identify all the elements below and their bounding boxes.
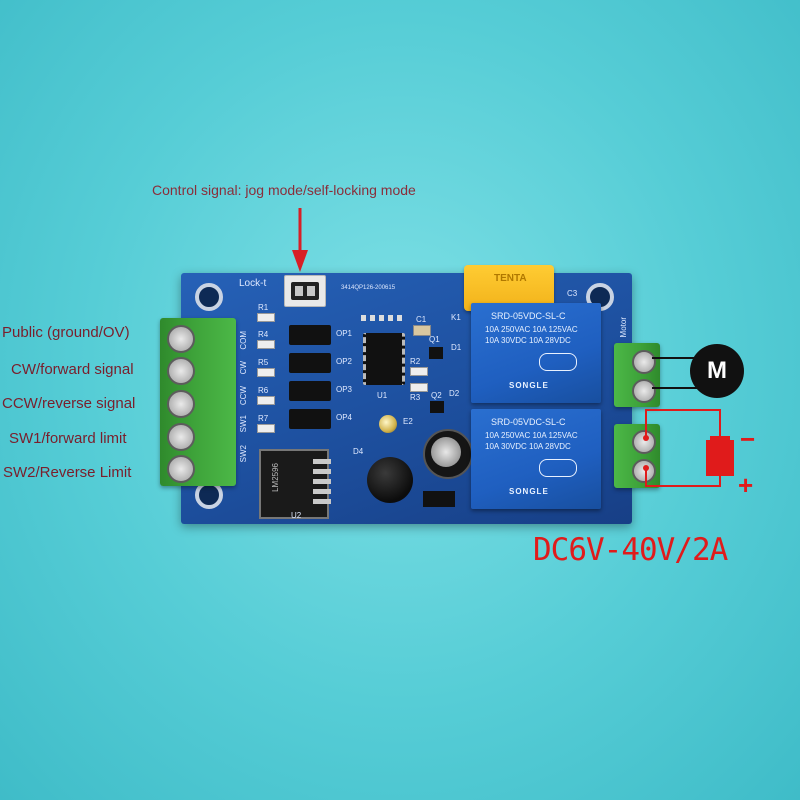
- silk-ccw: CCW: [239, 386, 248, 406]
- pin-header: [361, 315, 405, 321]
- opto-label: OP4: [336, 413, 353, 422]
- terminal-screw[interactable]: [167, 390, 195, 418]
- relay-rating: 10A 250VAC 10A 125VAC: [485, 431, 578, 440]
- part-label: D1: [451, 343, 462, 352]
- capacitor-smd: [413, 325, 431, 336]
- voltage-regulator: LM2596: [259, 449, 331, 519]
- part-label: Q2: [431, 391, 442, 400]
- relay-2: SRD-05VDC-SL-C 10A 250VAC 10A 125VAC 10A…: [471, 409, 601, 509]
- opto-label: OP2: [336, 357, 353, 366]
- resistor-label: R2: [410, 357, 421, 366]
- opto-label: OP1: [336, 329, 353, 338]
- part-label: D2: [449, 389, 460, 398]
- resistor: [257, 424, 275, 433]
- resistor-label: R4: [258, 330, 269, 339]
- minus-sign: −: [740, 424, 756, 454]
- capacitor-brand: TENTA: [494, 273, 527, 284]
- terminal-screw[interactable]: [632, 350, 656, 374]
- optocoupler: [289, 409, 331, 429]
- logic-ic: [363, 333, 405, 385]
- terminal-label-ccw: CCW/reverse signal: [2, 395, 136, 412]
- led: [379, 415, 397, 433]
- ic-label: U1: [377, 391, 388, 400]
- part-label: C3: [567, 289, 578, 298]
- terminal-label-sw2: SW2/Reverse Limit: [3, 464, 132, 481]
- terminal-screw[interactable]: [632, 379, 656, 403]
- electrolytic-capacitor: [423, 429, 473, 479]
- terminal-screw[interactable]: [167, 325, 195, 353]
- opto-label: OP3: [336, 385, 353, 394]
- transistor: [429, 347, 443, 359]
- terminal-label-sw1: SW1/forward limit: [9, 430, 127, 447]
- part-label: D4: [353, 447, 364, 456]
- relay-1: SRD-05VDC-SL-C 10A 250VAC 10A 125VAC 10A…: [471, 303, 601, 403]
- plus-sign: +: [738, 470, 754, 500]
- relay-rating: 10A 30VDC 10A 28VDC: [485, 336, 571, 345]
- relay-model: SRD-05VDC-SL-C: [491, 311, 566, 321]
- resistor-label: R6: [258, 386, 269, 395]
- terminal-screw[interactable]: [167, 455, 195, 483]
- relay-rating: 10A 250VAC 10A 125VAC: [485, 325, 578, 334]
- silk-com: COM: [239, 331, 248, 350]
- silk-cw: CW: [239, 361, 248, 375]
- resistor: [410, 367, 428, 376]
- wiring-diagram: [643, 357, 734, 487]
- part-label: U2: [291, 511, 302, 520]
- certification-mark: [539, 459, 577, 477]
- resistor: [257, 396, 275, 405]
- relay-rating: 10A 30VDC 10A 28VDC: [485, 442, 571, 451]
- part-label: Q1: [429, 335, 440, 344]
- transistor: [430, 401, 444, 413]
- board-serial: 3414QP126-200615: [341, 285, 396, 291]
- part-label: K1: [451, 313, 461, 322]
- motor-label: Motor: [619, 317, 628, 338]
- pcb-board: Lock-t 3414QP126-200615 Motor COM CW CCW…: [181, 265, 632, 524]
- voltage-label: DC6V-40V/2A: [533, 532, 728, 568]
- terminal-screw[interactable]: [167, 423, 195, 451]
- resistor-label: R1: [258, 303, 269, 312]
- silk-sw1: SW1: [239, 415, 248, 433]
- part-label: E2: [403, 417, 413, 426]
- terminal-screw[interactable]: [632, 430, 656, 454]
- terminal-screw[interactable]: [167, 357, 195, 385]
- mounting-hole: [195, 283, 223, 311]
- motor-icon: M: [690, 344, 744, 398]
- silk-sw2: SW2: [239, 445, 248, 463]
- regulator-label: LM2596: [271, 463, 280, 492]
- resistor: [257, 340, 275, 349]
- inductor: [367, 457, 413, 503]
- terminal-label-cw: CW/forward signal: [11, 361, 134, 378]
- resistor: [410, 383, 428, 392]
- control-signal-caption: Control signal: jog mode/self-locking mo…: [152, 182, 416, 198]
- relay-brand: SONGLE: [509, 487, 549, 496]
- relay-model: SRD-05VDC-SL-C: [491, 417, 566, 427]
- certification-mark: [539, 353, 577, 371]
- terminal-label-public: Public (ground/OV): [2, 324, 130, 341]
- resistor: [257, 368, 275, 377]
- arrow-down-icon: [292, 208, 308, 272]
- terminal-screw[interactable]: [632, 459, 656, 483]
- diode: [423, 491, 455, 507]
- resistor-label: R5: [258, 358, 269, 367]
- optocoupler: [289, 325, 331, 345]
- resistor: [257, 313, 275, 322]
- optocoupler: [289, 381, 331, 401]
- jumper-header[interactable]: [284, 275, 326, 307]
- resistor-label: R3: [410, 393, 421, 402]
- optocoupler: [289, 353, 331, 373]
- lock-label: Lock-t: [239, 278, 267, 289]
- part-label: C1: [416, 315, 427, 324]
- relay-brand: SONGLE: [509, 381, 549, 390]
- resistor-label: R7: [258, 414, 269, 423]
